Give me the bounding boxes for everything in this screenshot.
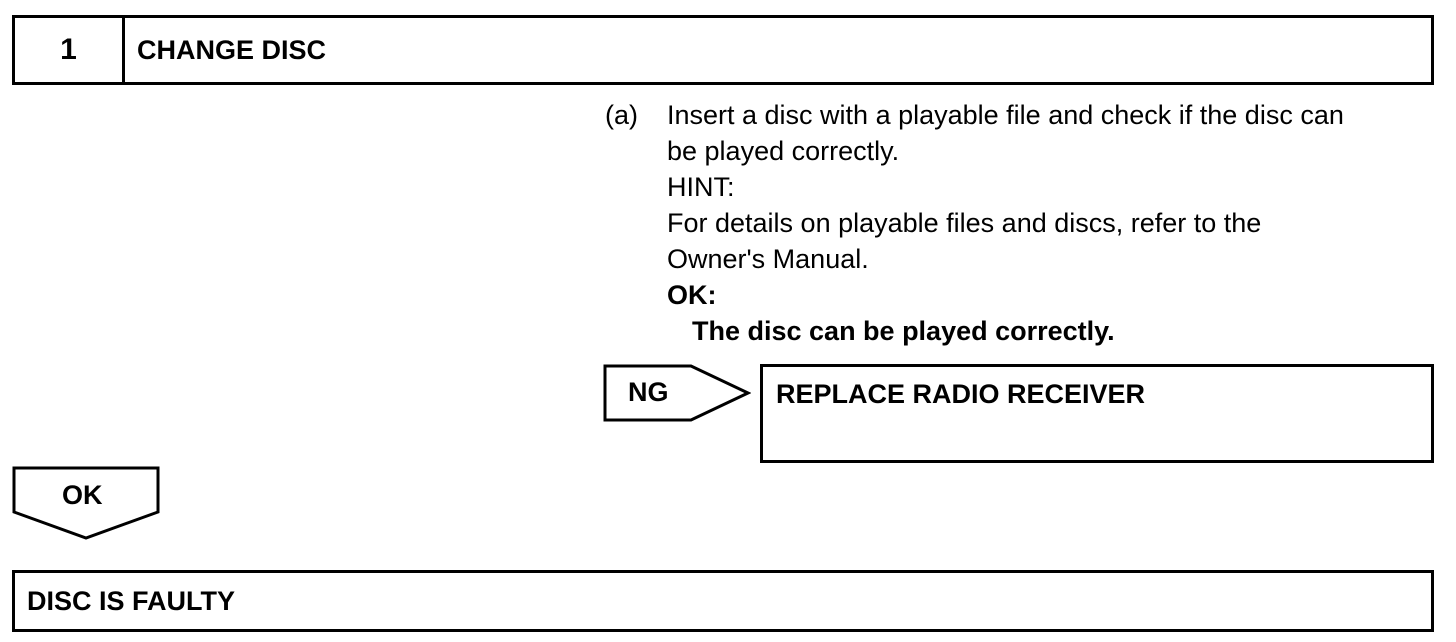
ng-label: NG: [628, 377, 669, 407]
instruction-body: Insert a disc with a playable file and c…: [667, 97, 1437, 349]
ok-label: OK: [62, 480, 103, 510]
ok-result-text: DISC IS FAULTY: [27, 585, 236, 616]
step-number: 1: [15, 18, 125, 82]
instruction-line: Insert a disc with a playable file and c…: [667, 100, 1344, 130]
ok-arrow-icon: [12, 466, 160, 540]
hint-label: HINT:: [667, 172, 735, 202]
step-header: 1 CHANGE DISC: [12, 15, 1434, 85]
ok-result-box: DISC IS FAULTY: [12, 570, 1434, 632]
ng-result-box: REPLACE RADIO RECEIVER: [760, 364, 1434, 463]
instruction-letter: (a): [605, 100, 638, 130]
hint-line: For details on playable files and discs,…: [667, 208, 1262, 238]
ok-criteria-text: The disc can be played correctly.: [692, 316, 1115, 346]
step-title: CHANGE DISC: [137, 34, 327, 65]
hint-line: Owner's Manual.: [667, 244, 869, 274]
instruction-line: be played correctly.: [667, 136, 900, 166]
ng-result-text: REPLACE RADIO RECEIVER: [776, 379, 1146, 409]
ng-arrow-icon: [603, 364, 751, 422]
ok-criteria-label: OK:: [667, 280, 717, 310]
